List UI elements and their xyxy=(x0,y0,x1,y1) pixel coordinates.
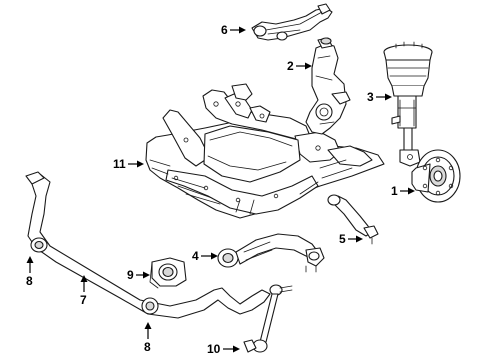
callout-4: 4 xyxy=(192,249,218,263)
callout-number-8-bottom: 8 xyxy=(144,340,151,354)
callout-number-10: 10 xyxy=(207,342,221,356)
callout-number-9: 9 xyxy=(127,268,134,282)
callout-8-left: 8 xyxy=(26,256,34,288)
steering-knuckle-part-2 xyxy=(305,37,351,135)
callout-number-8-left: 8 xyxy=(26,274,33,288)
callout-9: 9 xyxy=(127,268,150,282)
callout-number-1: 1 xyxy=(391,184,398,198)
lower-link-part-5 xyxy=(327,194,379,245)
callout-3: 3 xyxy=(367,90,392,104)
lower-control-arm-part-4 xyxy=(217,233,325,273)
callout-8-bottom: 8 xyxy=(144,322,152,354)
callout-2: 2 xyxy=(287,59,312,73)
stabilizer-bar-part-7 xyxy=(25,171,271,319)
callout-7: 7 xyxy=(80,275,88,307)
callout-number-2: 2 xyxy=(287,59,294,73)
callout-number-11: 11 xyxy=(113,157,126,171)
callout-10: 10 xyxy=(207,342,240,356)
air-strut-part-3 xyxy=(383,41,433,167)
callout-5: 5 xyxy=(339,232,363,246)
subframe-part-11 xyxy=(145,83,385,219)
wheel-hub-part-1 xyxy=(411,149,461,203)
callout-6: 6 xyxy=(221,23,246,37)
upper-control-arm-part-6 xyxy=(251,3,333,41)
callout-number-3: 3 xyxy=(367,90,374,104)
stabilizer-link-part-10 xyxy=(243,284,293,353)
stabilizer-bushing-part-9 xyxy=(149,257,187,289)
callout-number-5: 5 xyxy=(339,232,346,246)
callout-11: 11 xyxy=(113,157,144,171)
callout-1: 1 xyxy=(391,184,415,198)
callout-number-7: 7 xyxy=(80,293,87,307)
callout-number-6: 6 xyxy=(221,23,228,37)
callout-number-4: 4 xyxy=(192,249,199,263)
